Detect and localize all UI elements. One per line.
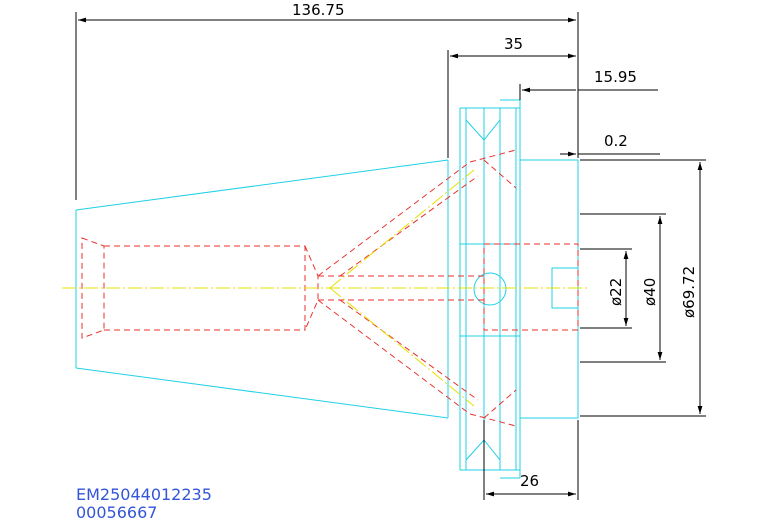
part-outline bbox=[75, 99, 579, 479]
dim-bore-dia: ø22 bbox=[607, 278, 625, 306]
dim-gap: 0.2 bbox=[604, 132, 628, 150]
dimension-lines bbox=[75, 12, 706, 500]
dim-flange-dia: ø69.72 bbox=[680, 266, 698, 318]
dim-pilot-dia: ø40 bbox=[641, 278, 659, 306]
dim-shank-length: 15.95 bbox=[594, 68, 637, 86]
part-number: 00056667 bbox=[76, 503, 157, 522]
center-lines bbox=[62, 169, 590, 407]
dim-overall-length: 136.75 bbox=[292, 1, 345, 19]
dim-body-length: 26 bbox=[520, 472, 539, 490]
part-code: EM25044012235 bbox=[76, 485, 212, 504]
dim-flange-width: 35 bbox=[504, 35, 523, 53]
